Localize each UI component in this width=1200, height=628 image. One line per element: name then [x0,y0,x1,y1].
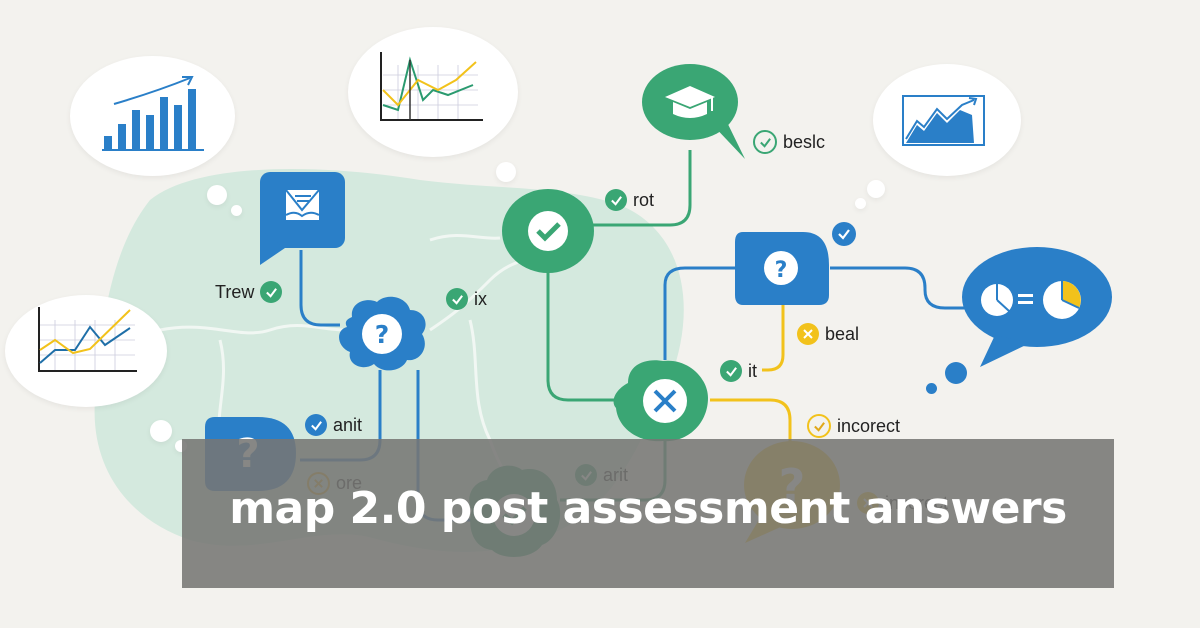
answer-label: it [720,360,757,382]
thought-dot [867,180,885,198]
question-icon: ? [375,320,390,349]
answer-label: rot [605,189,654,211]
thought-dot-blue [926,383,937,394]
check-outline-yellow-icon [807,414,831,438]
answer-label: incorect [807,414,900,438]
check-green-icon [605,189,627,211]
line-chart-icon [38,307,137,372]
answer-label: beslc [753,130,825,154]
question-box-node[interactable]: ? [733,230,833,308]
question-cloud-node[interactable]: ? [332,292,432,377]
x-yellow-icon [797,323,819,345]
title-banner: map 2.0 post assessment answers [182,439,1114,588]
question-icon: ? [775,258,788,283]
pie-equals-icon [981,281,1081,319]
thought-dot [855,198,866,209]
thought-dot-blue [945,362,967,384]
page-title: map 2.0 post assessment answers [229,483,1067,534]
check-outline-green-icon [753,130,777,154]
line-chart-bubble-left [5,295,167,407]
line-chart-bubble-top [348,27,518,157]
check-green-icon [260,281,283,303]
pie-compare-node[interactable] [955,245,1115,370]
graduation-node[interactable] [640,62,750,162]
answer-label: anit [305,414,362,436]
thought-dot [207,185,227,205]
check-green-icon [446,288,468,310]
check-icon [536,222,561,242]
answer-label: ix [446,288,487,310]
bar-chart-icon [102,76,204,151]
check-node[interactable] [500,188,596,278]
area-chart-icon [902,95,985,146]
x-node[interactable] [608,353,713,448]
answer-label: Trew [215,281,283,303]
x-icon [653,389,677,413]
thought-dot [150,420,172,442]
check-blue-icon [832,222,856,246]
check-blue-icon [305,414,327,436]
document-node[interactable] [255,170,350,266]
check-green-icon [720,360,742,382]
thought-dot [231,205,242,216]
line-chart-icon [380,52,483,121]
document-icon [285,189,320,220]
graduation-cap-icon [665,86,715,118]
thought-dot [496,162,516,182]
answer-label: beal [797,323,859,345]
